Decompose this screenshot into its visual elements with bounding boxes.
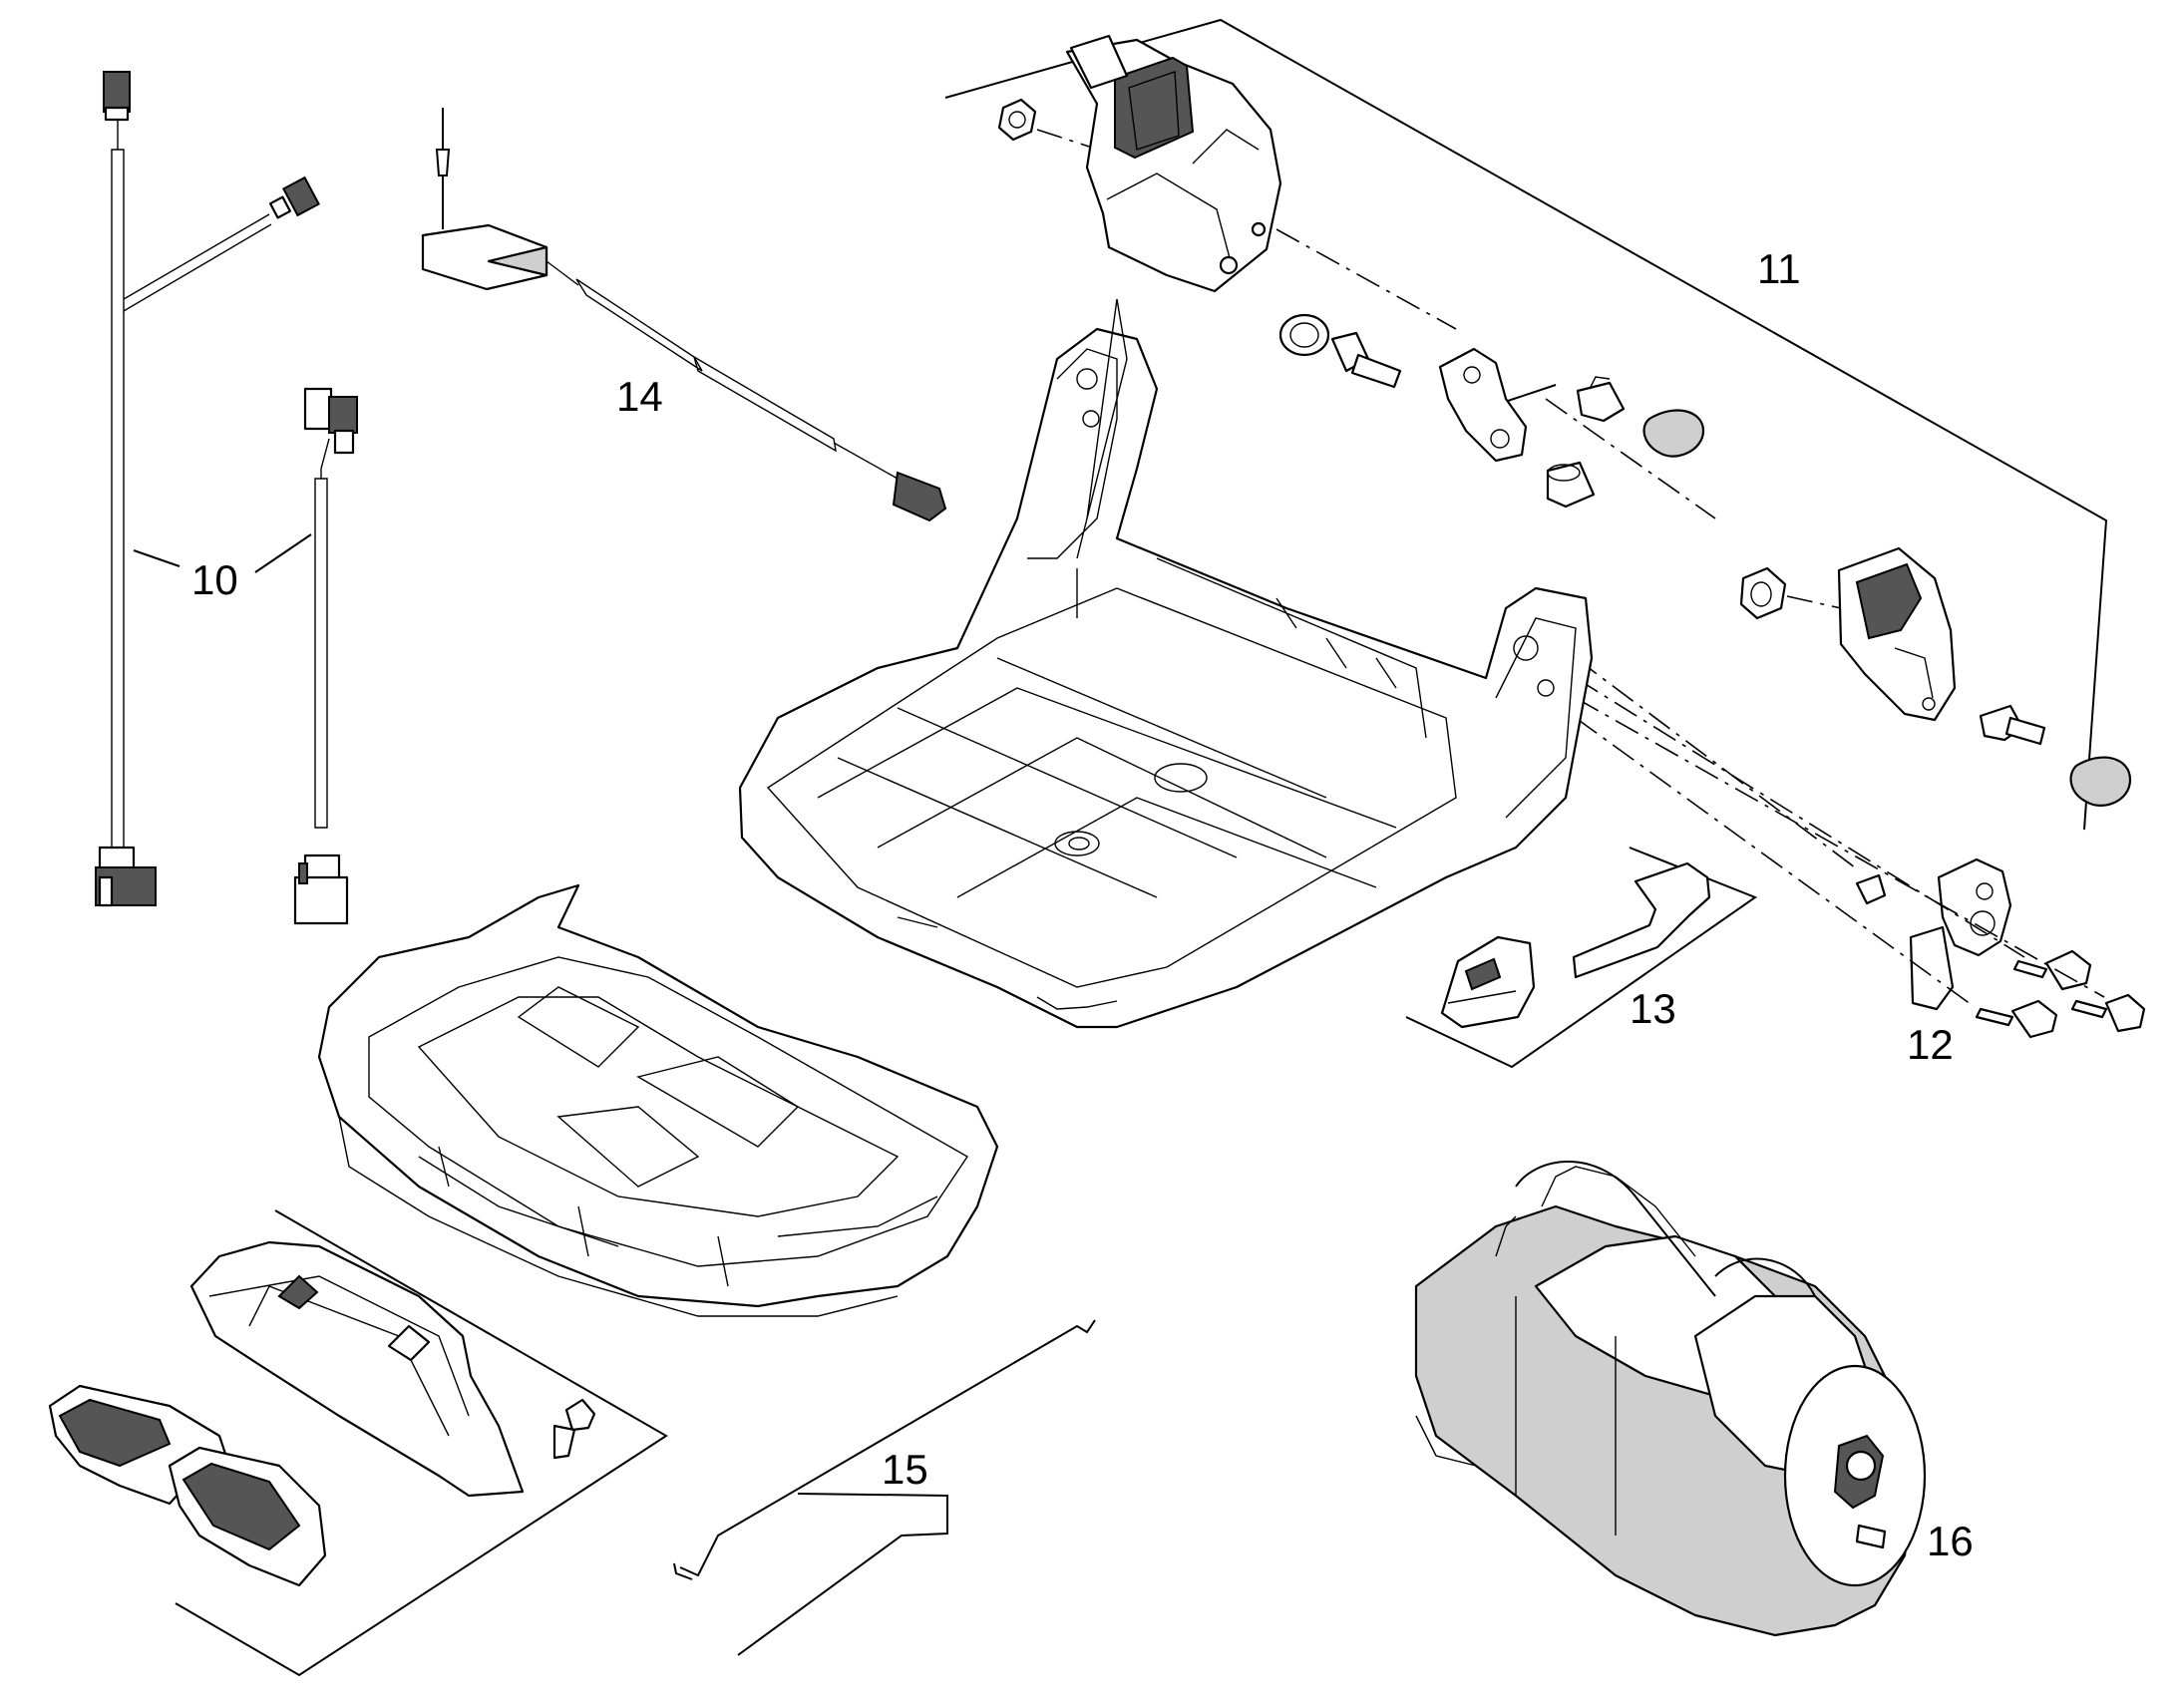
callout-16: 16 xyxy=(1927,1518,1974,1564)
release-handle-group xyxy=(1405,847,1758,1069)
callout-labels: 10 11 12 13 14 15 16 xyxy=(191,245,1974,1564)
callout-13: 13 xyxy=(1630,985,1676,1032)
sensor-cable-group xyxy=(421,108,947,522)
seat-frame xyxy=(738,298,1594,1029)
cable-rod xyxy=(673,1319,1096,1656)
callout-14: 14 xyxy=(616,373,663,420)
wiring-harness-group xyxy=(95,71,358,925)
callout-10: 10 xyxy=(191,556,238,603)
callout-12: 12 xyxy=(1907,1021,1954,1068)
cushion-roll xyxy=(1414,1161,1927,1637)
seat-cushion-pan xyxy=(317,883,999,1317)
callout-15: 15 xyxy=(882,1446,928,1493)
trim-cover-group xyxy=(48,1209,668,1677)
hinge-bracket-group xyxy=(1575,546,2146,1039)
callout-11: 11 xyxy=(1757,245,1801,292)
belt-buckle-assembly xyxy=(944,18,2108,831)
